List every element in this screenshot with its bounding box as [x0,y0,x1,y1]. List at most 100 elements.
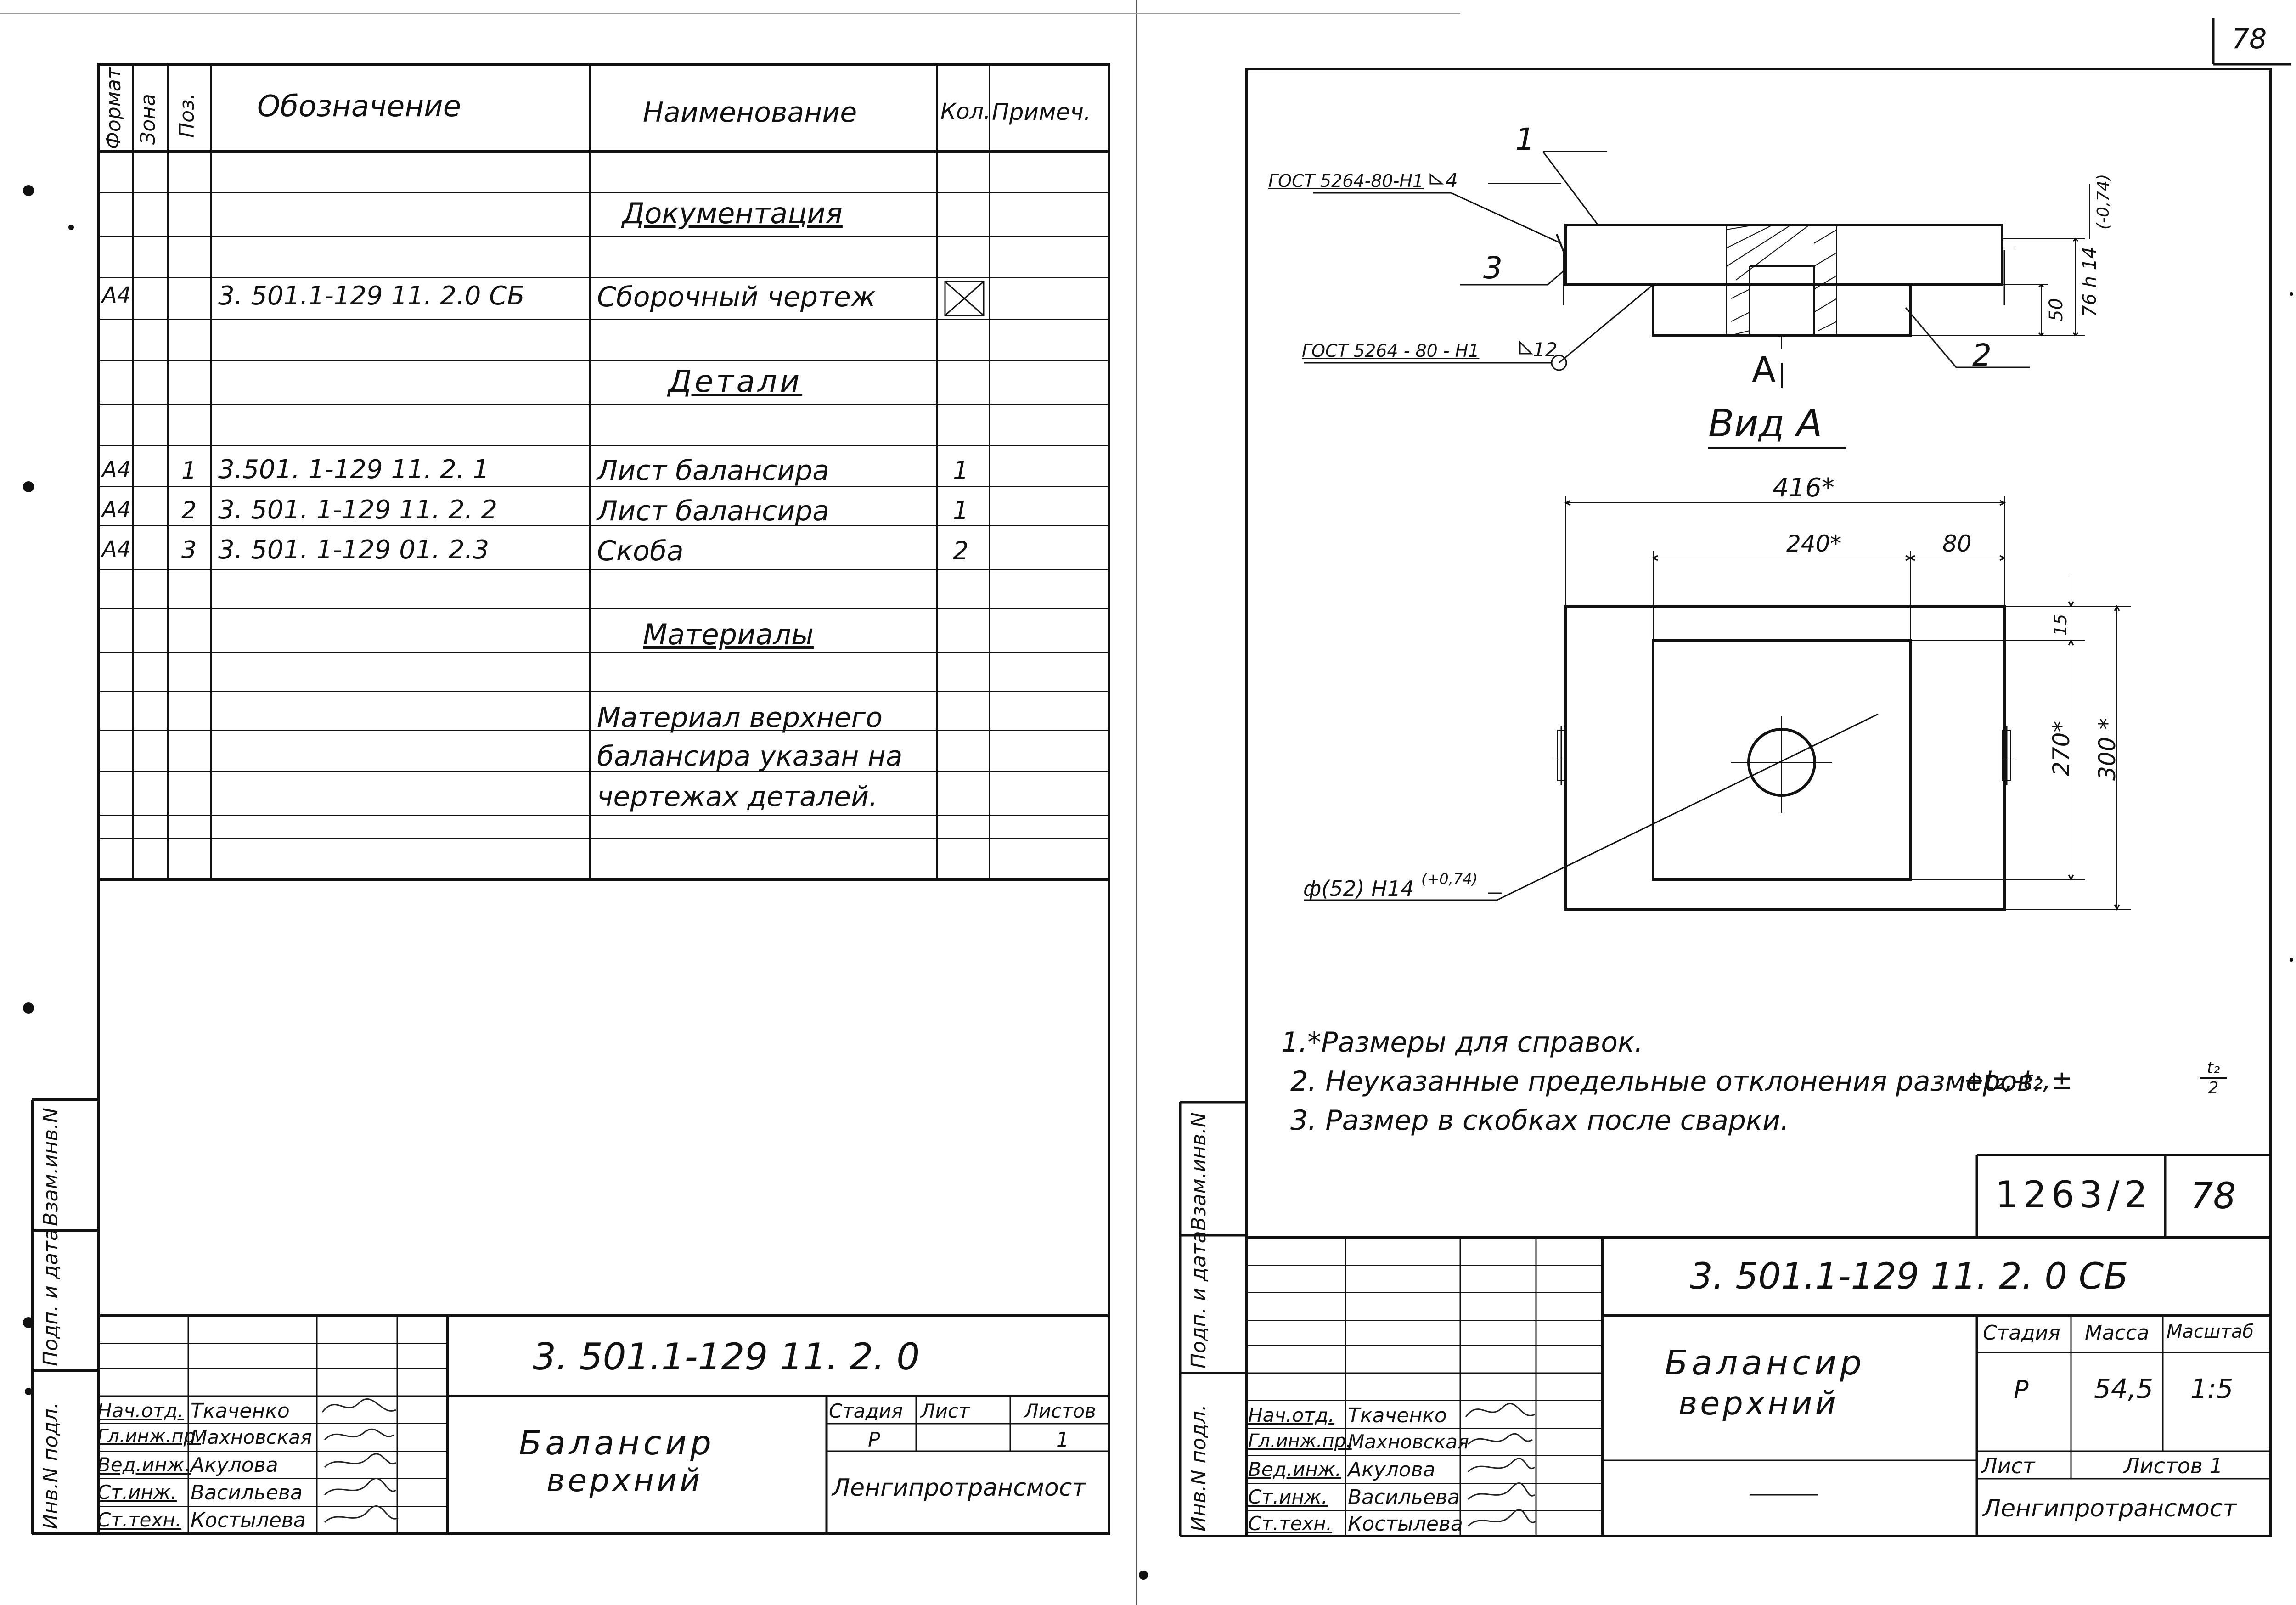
right-mass-label: Масса [2085,1321,2150,1345]
person-role: Ст.инж. [1248,1486,1328,1508]
note-2-tolerance: +t₂,-t₂,± [1963,1065,2073,1095]
part-qty: 1 [953,456,969,485]
person-name: Васильева [1348,1486,1460,1509]
part-name: Лист балансира [597,495,830,527]
note-3: 3. Размер в скобках после сварки. [1290,1104,1790,1137]
header-zone: Зона [136,94,160,145]
left-title-name: верхний [546,1463,703,1499]
material-note-line: балансира указан на [597,740,903,772]
person-name: Ткаченко [1348,1404,1447,1427]
album-number: 1263/2 [1995,1173,2152,1216]
part-format: А4 [102,497,131,523]
person-name: Махновская [191,1426,312,1448]
left-title-name: Балансир [519,1424,715,1462]
person-name: Махновская [1348,1430,1469,1453]
left-stage-value: Р [868,1428,880,1452]
dim-50: 50 [2046,298,2067,321]
margin-label-podp: Подп. и дата [1187,1231,1210,1368]
note-1: 1.*Размеры для справок. [1281,1026,1643,1059]
dim-240: 240* [1786,530,1842,557]
dim-80: 80 [1942,530,1972,557]
part-pos: 1 [181,457,197,484]
person-role: Вед.инж. [1248,1458,1341,1481]
left-stage-label: Стадия [829,1400,903,1422]
note-2: 2. Неуказанные предельные отклонения раз… [1290,1065,2043,1098]
person-name: Костылева [191,1509,306,1532]
gost-weld-2-leg: 12 [1533,338,1558,361]
fraction-denominator: 2 [2208,1079,2219,1098]
view-title: Вид А [1708,402,1823,445]
section-mark-a: А [1752,349,1776,390]
signature-marks [1465,1403,1536,1527]
right-title-name: верхний [1678,1385,1839,1422]
right-sheets-label: Листов 1 [2124,1453,2223,1478]
left-title-code: 3. 501.1-129 11. 2. 0 [533,1335,920,1378]
section-parts: Детали [668,364,803,399]
left-sheet-frame [31,63,1110,1535]
scan-specks [23,185,2293,1580]
dim-15: 15 [2050,614,2071,636]
header-note: Примеч. [992,99,1091,125]
section-view [1304,151,2090,449]
header-pos: Поз. [175,93,199,138]
part-designation: 3.501. 1-129 11. 2. 1 [218,455,490,484]
person-role: Нач.отд. [97,1399,184,1422]
part-designation: 3. 501. 1-129 01. 2.3 [218,535,490,565]
right-scale-value: 1:5 [2190,1373,2234,1404]
part-designation: 3. 501. 1-129 11. 2. 2 [218,495,497,525]
part-qty: 2 [953,536,969,565]
plan-view [1304,496,2131,911]
material-note-line: чертежах деталей. [597,781,878,813]
album-sheet: 78 [2190,1176,2236,1217]
margin-label-podp: Подп. и дата [39,1228,62,1366]
fraction-numerator: t₂ [2200,1059,2227,1079]
right-sheet-frame [1179,18,2291,1537]
right-title-code: 3. 501.1-129 11. 2. 0 СБ [1690,1256,2128,1297]
signature-marks [321,1398,399,1523]
gost-weld-1: ГОСТ 5264-80-Н1 [1268,171,1424,191]
part-name: Лист балансира [597,455,830,487]
section-materials: Материалы [643,618,814,651]
header-name: Наименование [643,96,857,129]
dim-416: 416* [1773,473,1835,503]
right-sheet-label: Лист [1981,1453,2035,1478]
person-name: Васильева [191,1481,303,1504]
doc-row-designation: 3. 501.1-129 11. 2.0 СБ [218,281,525,311]
person-role: Ст.инж. [97,1481,177,1504]
person-name: Акулова [191,1453,278,1477]
margin-label-vzam: Взам.инв.N [1187,1112,1210,1231]
dim-76-tolerance: (-0,74) [2094,174,2113,230]
part-qty: 1 [953,496,969,525]
person-role: Гл.инж.пр. [1248,1430,1352,1452]
dim-76: 76 h 14 [2079,247,2100,317]
left-sheets-label: Листов [1024,1400,1096,1422]
hole-callout: ф(52) Н14 [1303,876,1414,901]
spec-table-grid [99,64,1109,881]
gost-weld-1-leg: 4 [1446,169,1458,191]
person-role: Гл.инж.пр. [97,1426,201,1447]
header-format: Формат [102,67,125,149]
right-stage-value: Р [2014,1375,2029,1404]
person-role: Вед.инж. [97,1453,191,1476]
doc-row-format: А4 [102,282,131,308]
callout-2: 2 [1972,338,1992,373]
section-documentation: Документация [622,197,843,230]
person-role: Ст.техн. [97,1509,182,1531]
page-number: 78 [2232,23,2267,55]
right-stage-label: Стадия [1983,1321,2060,1345]
person-name: Акулова [1348,1458,1435,1481]
part-pos: 2 [181,497,197,524]
margin-label-inv: Инв.N подл. [39,1402,62,1529]
material-note-line: Материал верхнего [597,702,883,734]
header-qty: Кол. [940,99,991,124]
gost-weld-2: ГОСТ 5264 - 80 - Н1 [1302,341,1480,361]
right-title-name: Балансир [1665,1343,1865,1383]
dim-300: 300 * [2094,718,2121,781]
left-sheets-value: 1 [1056,1428,1069,1452]
right-scale-label: Масштаб [2167,1321,2254,1342]
weld-symbols [1429,173,1533,355]
left-org: Ленгипротрансмост [832,1474,1086,1502]
doc-row-name: Сборочный чертеж [597,281,876,313]
tolerance-fraction: t₂ 2 [2200,1059,2227,1098]
